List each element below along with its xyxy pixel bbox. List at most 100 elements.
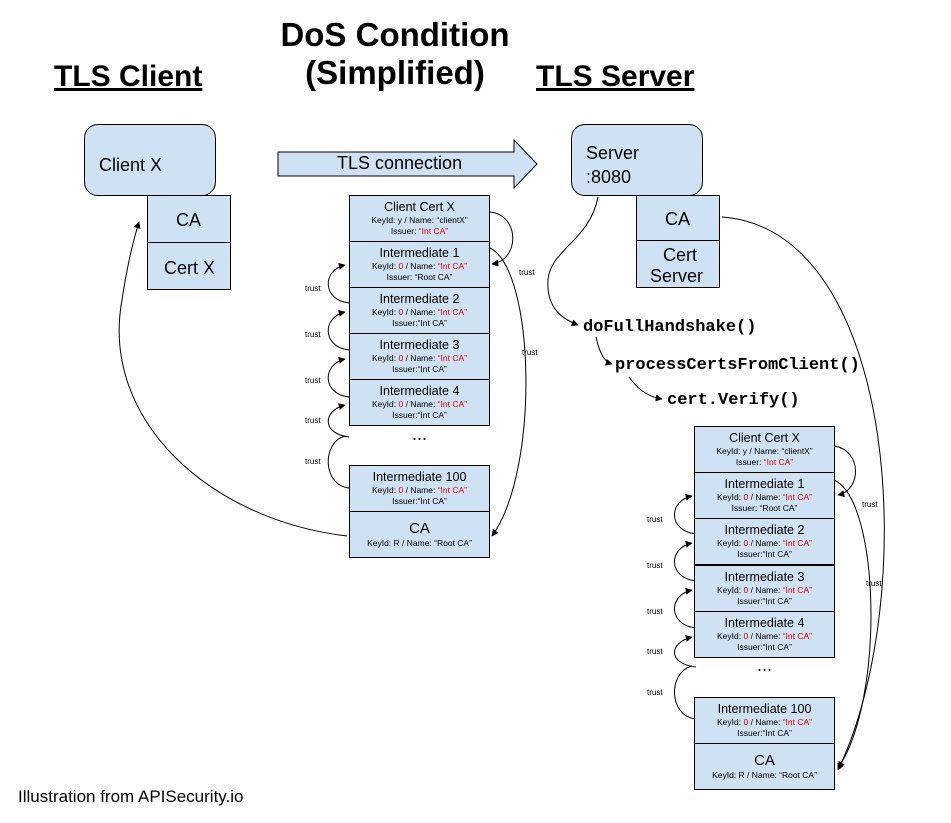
cert-issuer: Issuer:“Int CA” <box>737 728 792 738</box>
diagram-title: DoS Condition (Simplified) <box>270 16 520 92</box>
name-prefix: / Name: <box>403 307 438 317</box>
trust-label: trust <box>305 330 321 339</box>
name-value: “Int CA” <box>437 485 467 495</box>
chain-cert-client: Client Cert X KeyId: y / Name: “clientX”… <box>349 195 490 242</box>
name-value: “Int CA” <box>782 585 812 595</box>
cert-name: Intermediate 2 <box>724 523 805 537</box>
trust-label: trust <box>647 561 663 570</box>
name-value: “Int CA” <box>782 631 812 641</box>
client-ca-label: CA <box>176 210 202 230</box>
cert-issuer: Issuer: “Root CA” <box>731 503 798 513</box>
cert-issuer: Issuer: “Int CA” <box>695 457 834 468</box>
keyid-value: 0 <box>743 492 749 502</box>
cert-name: Intermediate 1 <box>379 246 460 260</box>
keyid-value: 0 <box>398 399 404 409</box>
cert-issuer: Issuer:“Int CA” <box>392 410 447 420</box>
cert-keyid: KeyId: y / Name: “clientX” <box>371 215 468 225</box>
trust-label: trust <box>866 579 882 588</box>
cert-keyid: KeyId: 0 / Name: “Int CA” <box>350 353 489 364</box>
cert-keyid: KeyId: R / Name: “Root CA” <box>367 538 472 548</box>
name-value: “Int CA” <box>437 261 467 271</box>
title-line-1: DoS Condition <box>280 16 510 53</box>
cert-keyid: KeyId: 0 / Name: “Int CA” <box>695 538 834 549</box>
server-chain-cert-intermediate-100: Intermediate 100 KeyId: 0 / Name: “Int C… <box>694 697 835 744</box>
issuer-value: “Int CA” <box>763 457 794 467</box>
server-chain-cert-client: Client Cert X KeyId: y / Name: “clientX”… <box>694 426 835 473</box>
client-ca-box: CA <box>147 195 231 243</box>
keyid-value: 0 <box>398 353 404 363</box>
cert-name: Intermediate 4 <box>724 616 805 630</box>
trust-label: trust <box>647 515 663 524</box>
cert-issuer: Issuer: “Root CA” <box>386 272 453 282</box>
call-do-full-handshake: doFullHandshake() <box>583 318 757 337</box>
keyid-value: 0 <box>743 585 749 595</box>
name-value: “Int CA” <box>782 717 812 727</box>
name-prefix: / Name: <box>748 717 783 727</box>
middle-right-trust <box>489 211 527 537</box>
client-cert-box: Cert X <box>147 242 231 290</box>
server-cert-line-1: Cert <box>663 245 698 265</box>
server-cert-box: Cert Server <box>636 240 720 288</box>
name-value: “Int CA” <box>782 492 812 502</box>
cert-keyid: KeyId: 0 / Name: “Int CA” <box>695 492 834 503</box>
server-cert-line-2: Server <box>650 266 704 286</box>
trust-label: trust <box>305 376 321 385</box>
keyid-prefix: KeyId: <box>717 492 744 502</box>
trust-label: trust <box>305 284 321 293</box>
tls-connection-arrow <box>277 138 538 190</box>
client-heading: TLS Client <box>54 60 203 93</box>
server-ca-box: CA <box>636 195 720 241</box>
trust-label: trust <box>522 348 538 357</box>
trust-label: trust <box>305 457 321 466</box>
server-chain-cert-intermediate-3: Intermediate 3 KeyId: 0 / Name: “Int CA”… <box>694 565 835 612</box>
cert-name: Intermediate 4 <box>379 384 460 398</box>
keyid-prefix: KeyId: <box>372 353 399 363</box>
cert-issuer: Issuer:“Int CA” <box>737 549 792 559</box>
name-prefix: / Name: <box>748 492 783 502</box>
cert-keyid: KeyId: y / Name: “clientX” <box>716 446 813 456</box>
name-prefix: / Name: <box>748 585 783 595</box>
server-name-line-1: Server <box>586 143 640 163</box>
keyid-prefix: KeyId: <box>717 631 744 641</box>
cert-issuer: Issuer:“Int CA” <box>392 496 447 506</box>
tls-connection-label: TLS connection <box>337 153 463 173</box>
cert-issuer: Issuer:“Int CA” <box>737 596 792 606</box>
cert-name: Intermediate 3 <box>724 570 805 584</box>
cert-name: CA <box>409 520 430 537</box>
client-ca-link <box>118 221 348 537</box>
name-value: “Int CA” <box>437 399 467 409</box>
chain-cert-intermediate-1: Intermediate 1 KeyId: 0 / Name: “Int CA”… <box>349 241 490 288</box>
name-prefix: / Name: <box>403 399 438 409</box>
keyid-prefix: KeyId: <box>717 538 744 548</box>
keyid-prefix: KeyId: <box>372 307 399 317</box>
chain-cert-root-ca: CA KeyId: R / Name: “Root CA” <box>349 511 490 558</box>
chain-cert-intermediate-100: Intermediate 100 KeyId: 0 / Name: “Int C… <box>349 465 490 512</box>
keyid-prefix: KeyId: <box>372 261 399 271</box>
cert-name: Intermediate 2 <box>379 292 460 306</box>
title-line-2: (Simplified) <box>305 54 485 91</box>
client-box: Client X <box>84 124 216 196</box>
trust-label: trust <box>519 268 535 277</box>
trust-label: trust <box>647 607 663 616</box>
trust-label: trust <box>305 416 321 425</box>
call-process-certs: processCertsFromClient() <box>615 356 860 375</box>
cert-name: CA <box>754 752 775 769</box>
attribution: Illustration from APISecurity.io <box>18 787 244 806</box>
name-value: “Int CA” <box>437 307 467 317</box>
issuer-prefix: Issuer: <box>390 226 419 236</box>
cert-issuer: Issuer: “Int CA” <box>350 226 489 237</box>
chain-cert-intermediate-2: Intermediate 2 KeyId: 0 / Name: “Int CA”… <box>349 287 490 334</box>
keyid-prefix: KeyId: <box>717 717 744 727</box>
name-prefix: / Name: <box>403 485 438 495</box>
server-heading: TLS Server <box>536 60 695 93</box>
cert-keyid: KeyId: 0 / Name: “Int CA” <box>350 261 489 272</box>
server-chain-cert-intermediate-4: Intermediate 4 KeyId: 0 / Name: “Int CA”… <box>694 611 835 658</box>
cert-name: Intermediate 1 <box>724 477 805 491</box>
server-chain-cert-root-ca: CA KeyId: R / Name: “Root CA” <box>694 743 835 790</box>
server-trust-curves <box>674 445 872 769</box>
cert-issuer: Issuer:“Int CA” <box>392 318 447 328</box>
keyid-prefix: KeyId: <box>372 485 399 495</box>
keyid-value: 0 <box>398 307 404 317</box>
keyid-value: 0 <box>398 485 404 495</box>
